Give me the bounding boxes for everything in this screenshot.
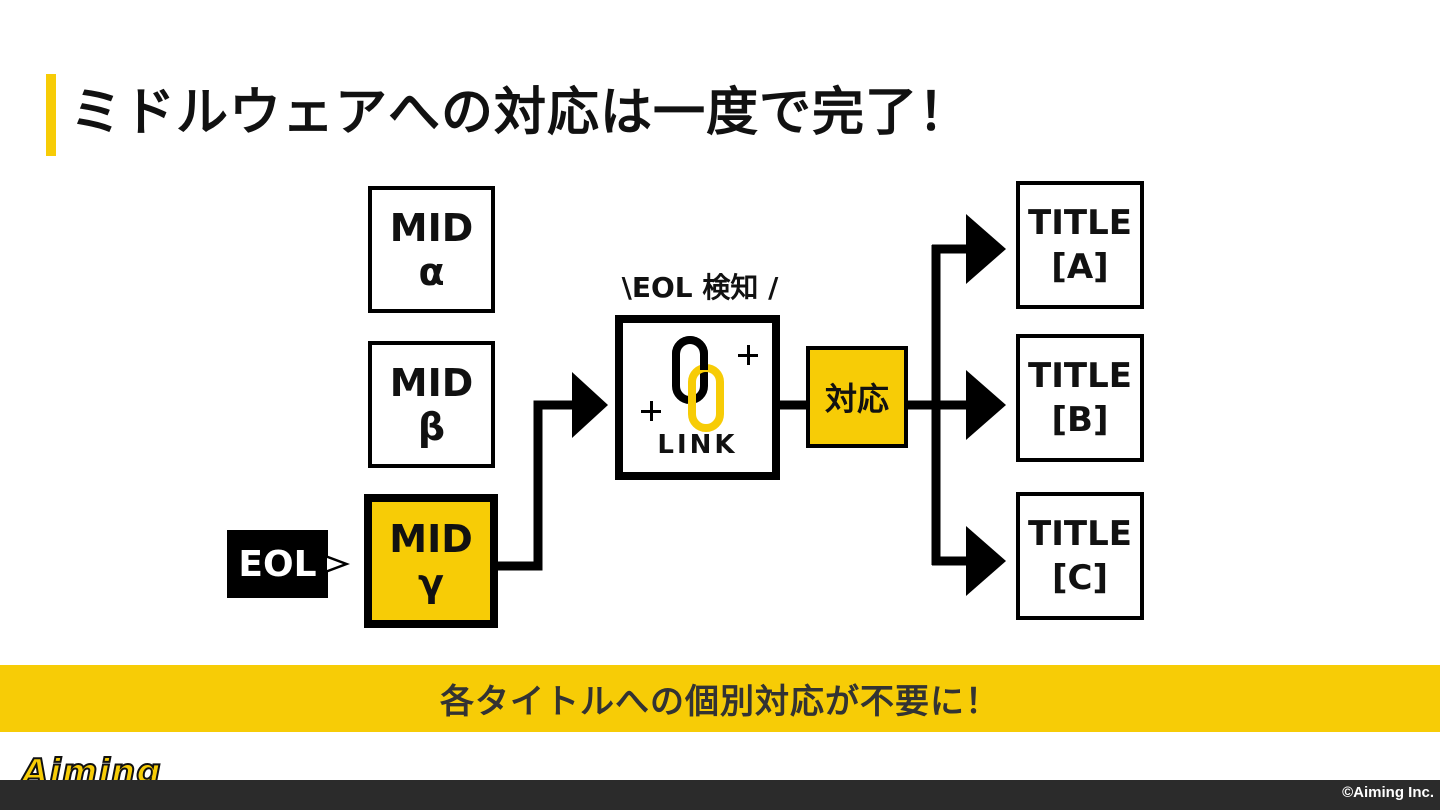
mid-gamma-box: MID γ [364, 494, 498, 628]
link-label: LINK [657, 430, 738, 460]
title-c-line1: TITLE [1028, 514, 1132, 554]
arrowhead-to-title-a [966, 214, 1006, 284]
summary-banner: 各タイトルへの個別対応が不要に！ [0, 665, 1440, 732]
eol-pointer-inner [327, 558, 343, 570]
mid-gamma-line1: MID [389, 517, 473, 561]
summary-banner-text: 各タイトルへの個別対応が不要に！ [440, 682, 1000, 722]
title-c-box: TITLE [C] [1016, 492, 1144, 620]
title-b-line2: [B] [1051, 400, 1109, 440]
mid-beta-line2: β [417, 404, 446, 449]
title-b-box: TITLE [B] [1016, 334, 1144, 462]
slide-title: ミドルウェアへの対応は一度で完了！ [70, 83, 972, 143]
mid-alpha-line1: MID [389, 205, 474, 250]
link-box: LINK [615, 315, 780, 480]
taio-box: 対応 [806, 346, 908, 448]
sparkle-icon [641, 345, 758, 421]
title-c-line2: [C] [1051, 558, 1109, 598]
connector-mid-to-link [497, 400, 575, 571]
mid-gamma-line2: γ [418, 561, 444, 605]
title-a-line1: TITLE [1028, 203, 1132, 243]
title-b-line1: TITLE [1028, 356, 1132, 396]
eol-tag: EOL [227, 530, 328, 598]
title-accent-bar [46, 74, 56, 156]
mid-beta-line1: MID [389, 360, 474, 405]
title-a-box: TITLE [A] [1016, 181, 1144, 309]
mid-alpha-line2: α [418, 249, 445, 294]
arrowhead-to-title-c [966, 526, 1006, 596]
arrowhead-to-link [572, 372, 608, 438]
footer-bar: ©Aiming Inc. [0, 780, 1440, 810]
title-a-line2: [A] [1051, 247, 1109, 287]
arrowhead-to-title-b [966, 370, 1006, 440]
copyright-text: ©Aiming Inc. [1342, 784, 1434, 801]
mid-beta-box: MID β [368, 341, 495, 468]
chain-link-icon [641, 336, 758, 432]
eol-detect-label: \EOL 検知 / [621, 271, 779, 304]
mid-alpha-box: MID α [368, 186, 495, 313]
